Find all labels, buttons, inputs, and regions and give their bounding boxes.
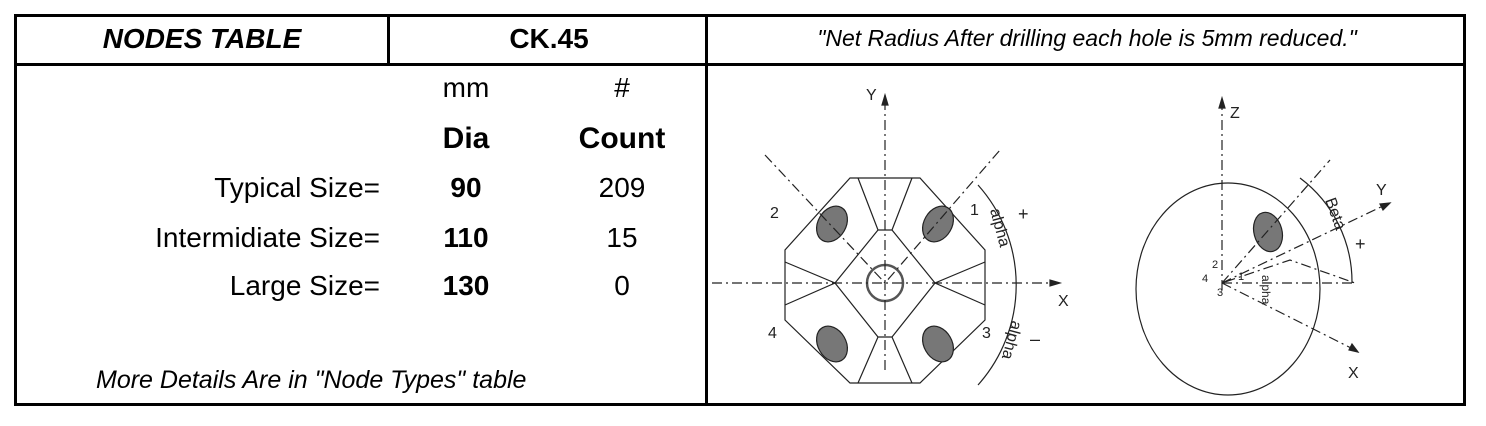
row-label: Intermidiate Size= bbox=[155, 222, 380, 253]
row-dia: 90 bbox=[450, 172, 482, 203]
svg-text:Beta: Beta bbox=[1321, 196, 1348, 233]
header-code-cell: CK.45 bbox=[390, 14, 708, 66]
dia-unit: mm bbox=[442, 72, 490, 103]
header-note-cell: "Net Radius After drilling each hole is … bbox=[708, 14, 1466, 66]
hole-icon bbox=[815, 325, 849, 363]
count-header: Count bbox=[578, 122, 666, 155]
row-count: 209 bbox=[598, 172, 646, 203]
svg-text:2: 2 bbox=[1212, 259, 1218, 271]
svg-text:2: 2 bbox=[770, 205, 779, 222]
svg-text:1: 1 bbox=[1238, 271, 1244, 283]
svg-text:–: – bbox=[1030, 329, 1040, 349]
svg-text:4: 4 bbox=[1202, 273, 1208, 285]
side-view-labels: Z Y X Beta + alpha 1 2 3 4 bbox=[1202, 105, 1387, 382]
svg-text:4: 4 bbox=[768, 325, 777, 342]
node-front-view bbox=[712, 92, 1063, 386]
nodes-table-frame bbox=[14, 14, 1466, 406]
row-count: 15 bbox=[606, 222, 638, 253]
svg-text:X: X bbox=[1348, 365, 1359, 382]
svg-text:Z: Z bbox=[1230, 105, 1240, 122]
svg-text:alpha: alpha bbox=[986, 207, 1013, 249]
svg-text:alpha: alpha bbox=[1259, 275, 1273, 305]
node-side-view bbox=[1135, 95, 1392, 396]
svg-text:1: 1 bbox=[970, 202, 979, 219]
row-label: Large Size= bbox=[229, 270, 380, 301]
count-unit: # bbox=[614, 72, 630, 103]
row-label: Typical Size= bbox=[214, 172, 380, 203]
svg-text:+: + bbox=[1355, 234, 1366, 254]
hole-icon bbox=[921, 325, 955, 363]
svg-text:alpha: alpha bbox=[998, 319, 1025, 361]
divider bbox=[387, 14, 390, 66]
front-view-labels: Y X 1 2 3 4 + – alpha alpha bbox=[768, 87, 1069, 361]
node-code: CK.45 bbox=[509, 22, 589, 54]
dia-header: Dia bbox=[442, 122, 490, 155]
svg-text:X: X bbox=[1058, 293, 1069, 310]
svg-text:+: + bbox=[1018, 204, 1029, 224]
divider bbox=[705, 14, 708, 406]
hole-icon bbox=[921, 205, 955, 243]
hole-icon bbox=[815, 205, 849, 243]
svg-text:3: 3 bbox=[982, 325, 991, 342]
svg-text:3: 3 bbox=[1217, 287, 1223, 299]
footer-note: More Details Are in "Node Types" table bbox=[96, 366, 527, 394]
row-dia: 130 bbox=[442, 270, 490, 301]
header-note: "Net Radius After drilling each hole is … bbox=[817, 25, 1357, 51]
svg-text:Y: Y bbox=[866, 87, 877, 104]
row-count: 0 bbox=[614, 270, 630, 301]
header-title-cell: NODES TABLE bbox=[14, 14, 390, 66]
row-dia: 110 bbox=[443, 222, 489, 253]
svg-text:Y: Y bbox=[1376, 182, 1387, 199]
table-title: NODES TABLE bbox=[102, 22, 302, 54]
